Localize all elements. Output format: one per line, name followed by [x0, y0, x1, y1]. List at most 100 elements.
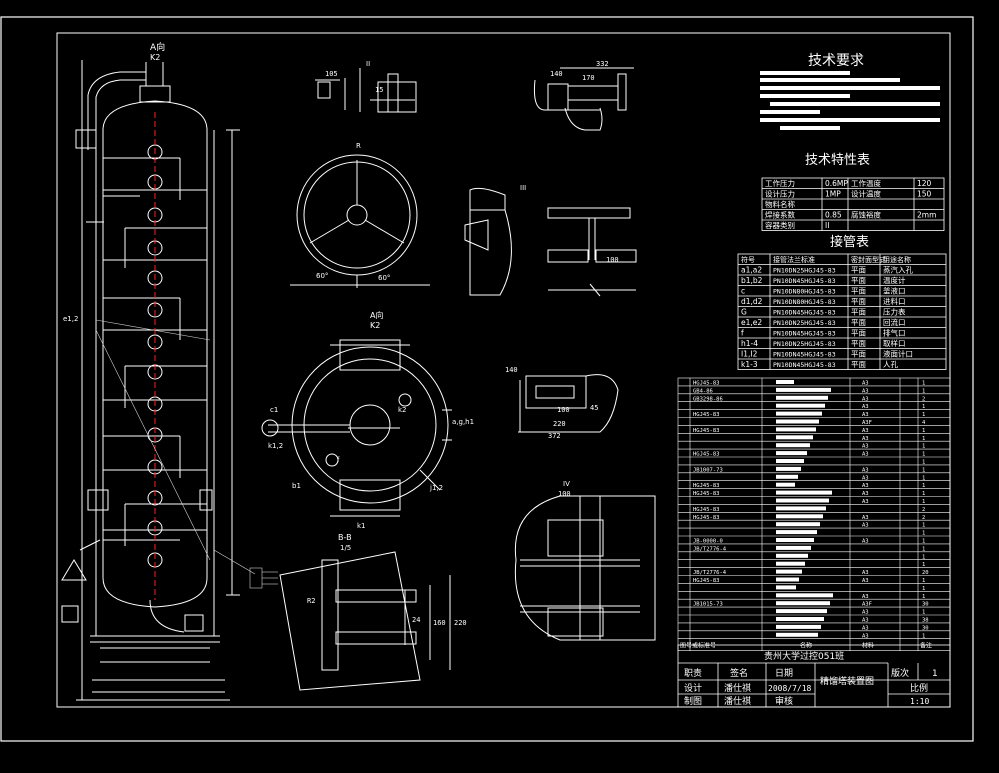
part-qty-7: 1 — [922, 436, 925, 442]
part-name-bar — [776, 459, 804, 463]
part-material-14: A3 — [862, 491, 869, 497]
dim-140-a: 140 — [550, 70, 563, 78]
part-code-9: HGJ45-83 — [693, 452, 720, 458]
part-qty-1: 1 — [922, 388, 925, 394]
nozzle-cell-4-0: G — [741, 308, 747, 317]
part-name-bar — [776, 498, 829, 503]
parts-footer-2: 材料 — [862, 642, 874, 650]
nozzle-cell-7-0: h1-4 — [741, 339, 758, 348]
part-code-20: JB-0000-0 — [693, 539, 723, 545]
nozzle-cell-5-0: e1,e2 — [741, 318, 762, 327]
part-qty-22: 1 — [922, 554, 925, 560]
tb-design-date: 2008/7/18 — [768, 684, 812, 693]
nozzle-label-b1: b1 — [292, 482, 301, 490]
spec-cell-1-3: 150 — [917, 190, 932, 199]
dim-15: 15 — [375, 86, 383, 94]
part-qty-20: 1 — [922, 539, 925, 545]
part-code-4: HGJ45-83 — [693, 412, 720, 418]
nozzle-cell-5-2: 平面 — [851, 318, 866, 327]
dim-170: 170 — [582, 74, 595, 82]
nozzle-label-e12: e1,2 — [63, 315, 78, 323]
a-view-label: A向 — [150, 41, 165, 53]
nozzle-cell-6-1: PN10DN45HGJ45-83 — [773, 330, 836, 338]
scale-label: 比例 — [910, 682, 928, 694]
part-code-14: HGJ45-83 — [693, 491, 720, 497]
part-code-6: HGJ45-83 — [693, 428, 720, 434]
part-name-bar — [776, 569, 802, 574]
nozzle-cell-3-3: 进料口 — [883, 296, 906, 306]
parts-list-grid — [677, 377, 951, 652]
nozzle-label-k12: k1,2 — [268, 442, 283, 450]
bb-dim-220: 220 — [454, 619, 467, 627]
spec-cell-0-1: 0.6MP — [825, 179, 848, 188]
a-view-sub: K2 — [150, 53, 160, 62]
school-class: 贵州大学过控051班 — [764, 650, 844, 662]
part-material-9: A3 — [862, 452, 869, 458]
part-code-21: JB/T2776-4 — [693, 546, 727, 552]
tb-review: 审核 — [775, 695, 793, 707]
part-code-2: GB3298-86 — [693, 396, 723, 402]
part-name-bar — [776, 482, 795, 487]
title-block-grid — [677, 644, 951, 708]
part-material-29: A3 — [862, 610, 869, 616]
spec-cell-1-2: 设计温度 — [851, 189, 881, 199]
part-qty-8: 1 — [922, 444, 925, 450]
part-material-18: A3 — [862, 523, 869, 529]
part-name-bar — [776, 411, 822, 416]
part-qty-16: 2 — [922, 507, 925, 513]
spec-cell-1-1: 1MP — [825, 190, 841, 199]
part-qty-28: 30 — [922, 602, 929, 608]
part-code-0: HGJ45-83 — [693, 381, 720, 387]
part-material-15: A3 — [862, 499, 869, 505]
nozzle-flange-detail — [534, 67, 634, 131]
part-qty-31: 30 — [922, 625, 929, 631]
part-qty-32: 1 — [922, 633, 925, 639]
part-material-27: A3 — [862, 594, 869, 600]
nozzle-cell-2-3: 釜液口 — [883, 286, 906, 296]
nozzle-cell-1-3: 温度计 — [883, 275, 906, 285]
nozzle-header-2: 密封面型式 — [851, 255, 886, 264]
part-code-17: HGJ45-83 — [693, 515, 720, 521]
dim-100-iv: 100 — [558, 490, 571, 498]
part-name-bar — [776, 506, 826, 511]
part-qty-17: 2 — [922, 515, 925, 521]
bb-scale: 1/5 — [340, 544, 351, 552]
drawing-name: 精馏塔装置图 — [820, 675, 874, 687]
nozzle-cell-9-0: k1-3 — [741, 360, 758, 369]
nozzle-cell-8-1: PN10DN45HGJ45-83 — [773, 351, 836, 359]
part-name-bar — [776, 490, 832, 495]
support-beam-detail — [547, 207, 637, 297]
part-name-bar — [776, 632, 818, 637]
spec-cell-3-1: 0.85 — [825, 211, 842, 220]
dim-100-mid: 100 — [557, 406, 570, 414]
dim-45: 45 — [590, 404, 598, 412]
nozzle-cell-4-2: 平面 — [851, 308, 866, 317]
part-code-1: GB4-86 — [693, 388, 713, 394]
nozzle-header-3: 用途名称 — [883, 255, 911, 264]
bb-dim-24: 24 — [412, 616, 420, 624]
part-qty-25: 1 — [922, 578, 925, 584]
tb-draft: 制图 — [684, 695, 702, 707]
tb-sign: 签名 — [730, 667, 748, 679]
nozzle-cell-2-2: 平面 — [851, 287, 866, 296]
parts-footer-3: 备注 — [920, 642, 932, 650]
part-material-7: A3 — [862, 436, 869, 442]
nozzle-cell-1-0: b1,b2 — [741, 276, 763, 285]
nozzle-cell-4-3: 压力表 — [883, 307, 906, 317]
part-qty-23: 1 — [922, 562, 925, 568]
bb-dim-160: 160 — [433, 619, 446, 627]
spec-cell-0-2: 工作温度 — [851, 178, 881, 188]
part-name-bar — [776, 380, 794, 384]
leader-lines — [95, 319, 278, 589]
part-material-8: A3 — [862, 444, 869, 450]
nozzle-cell-5-3: 回流口 — [883, 317, 906, 327]
nozzle-cell-6-3: 排气口 — [883, 328, 906, 338]
spec-cell-3-3: 2mm — [917, 211, 936, 220]
part-material-2: A3 — [862, 396, 869, 402]
part-qty-15: 1 — [922, 499, 925, 505]
part-code-11: JB1007-73 — [693, 467, 723, 473]
nozzle-cell-1-1: PN10DN45HGJ45-83 — [773, 277, 836, 285]
nozzle-label-agh: a,g,h1 — [452, 418, 474, 426]
view-iv-detail — [514, 495, 656, 641]
plan-a-label: A向 — [370, 310, 383, 320]
